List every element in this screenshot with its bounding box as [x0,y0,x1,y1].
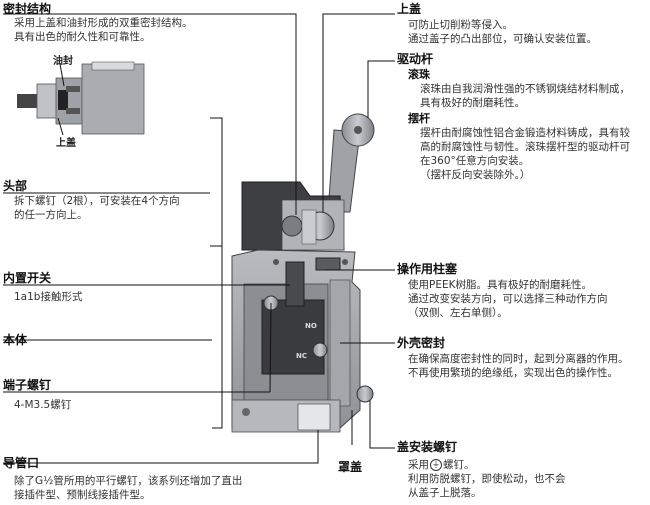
roller-desc-line-2: 具有极好的耐磨耗性。 [420,97,525,109]
roller-title: 滚珠 [408,68,430,81]
lever-desc-line-1: 摆杆由耐腐蚀性铝合金锻造材料铸成，具有较 [420,127,630,139]
lever-desc-line-2: 高的耐腐蚀性与韧性。滚珠摆杆型的驱动杆可 [420,141,630,153]
cover-screw-title: 盖安装螺钉 [397,440,458,454]
internal-switch-title: 内置开关 [3,271,52,285]
plunger-title: 操作用柱塞 [397,262,458,276]
seal-desc-line-1: 采用上盖和油封形成的双重密封结构。 [14,17,193,29]
lever-desc-line-3: 在360°任意方向安装。 [420,155,530,167]
seal-inset-drawing [17,61,145,135]
internal-switch-desc: 1a1b接触形式 [14,291,83,303]
body-title: 本体 [3,333,28,347]
cover-desc-line-2: 通过盖子的凸出部位，可确认安装位置。 [408,33,597,45]
actuator-title: 驱动杆 [397,52,434,66]
leader-lines [3,13,395,464]
seal-structure-title: 密封结构 [3,2,52,16]
plunger-desc-line-3: （双侧、左右单侧）。 [408,307,508,319]
cover-screw-suffix: 螺钉。 [443,459,475,471]
head-title: 头部 [3,179,28,193]
nc-mark: NC [296,352,307,360]
inset-top-cover-label: 上盖 [56,138,76,149]
cover-screw-desc-line-3: 从盖子上脱落。 [408,487,482,499]
lever-title: 摆杆 [408,112,430,125]
lever-desc: 摆杆由耐腐蚀性铝合金锻造材料铸成，具有较 高的耐腐蚀性与韧性。滚珠摆杆型的驱动杆… [420,126,630,182]
lever-desc-line-4: （摆杆反向安装除外。） [420,169,531,181]
switch-device-drawing [231,113,375,433]
conduit-title: 导管口 [3,456,40,470]
conduit-desc: 除了G½管所用的平行螺钉，该系列还增加了直出 接插件型、预制线接插件型。 [14,474,242,502]
conduit-desc-line-1: 除了G½管所用的平行螺钉，该系列还增加了直出 [14,475,243,487]
plunger-desc-line-1: 使用PEEK树脂。具有极好的耐磨耗性。 [408,279,592,291]
oil-seal-label: 油封 [53,56,73,67]
cover-title: 上盖 [397,2,422,16]
housing-seal-desc-line-2: 不再使用繁琐的绝缘纸，实现出色的操作性。 [408,367,618,379]
cover-desc-line-1: 可防止切削粉等侵入。 [408,19,513,31]
roller-desc: 滚珠由自我润滑性强的不锈钢烧结材料制成， 具有极好的耐磨耗性。 [420,82,630,110]
conduit-desc-line-2: 接插件型、预制线接插件型。 [14,489,151,501]
seal-structure-desc: 采用上盖和油封形成的双重密封结构。 具有出色的耐久性和可靠性。 [14,16,193,44]
ground-screw-icon: ⏚ [430,459,442,471]
terminal-screw-desc: 4-M3.5螺钉 [14,399,72,411]
roller-desc-line-1: 滚珠由自我润滑性强的不锈钢烧结材料制成， [420,83,630,95]
housing-seal-desc: 在确保高度密封性的同时，起到分离器的作用。 不再使用繁琐的绝缘纸，实现出色的操作… [408,352,629,380]
housing-seal-title: 外壳密封 [397,336,446,350]
head-desc: 拆下螺钉（2根），可安装在4个方向 的任一方向上。 [14,194,180,222]
cover-screw-desc-line-2: 利用防脱螺钉，即使松动，也不会 [408,473,566,485]
no-mark: NO [305,322,317,330]
cover-screw-prefix: 采用 [408,459,429,471]
terminal-screw-title: 端子螺钉 [3,378,52,392]
housing-seal-desc-line-1: 在确保高度密封性的同时，起到分离器的作用。 [408,353,629,365]
cover-bottom-label: 罩盖 [338,460,363,474]
cover-screw-desc: 采用⏚螺钉。 利用防脱螺钉，即使松动，也不会 从盖子上脱落。 [408,458,566,500]
head-desc-line-2: 的任一方向上。 [14,209,88,221]
cover-screw-desc-line-1: 采用⏚螺钉。 [408,458,566,472]
plunger-desc: 使用PEEK树脂。具有极好的耐磨耗性。 通过改变安装方向，可以选择三种动作方向 … [408,278,608,320]
head-desc-line-1: 拆下螺钉（2根），可安装在4个方向 [14,195,180,207]
plunger-desc-line-2: 通过改变安装方向，可以选择三种动作方向 [408,293,608,305]
seal-desc-line-2: 具有出色的耐久性和可靠性。 [14,31,151,43]
cover-desc: 可防止切削粉等侵入。 通过盖子的凸出部位，可确认安装位置。 [408,18,597,46]
